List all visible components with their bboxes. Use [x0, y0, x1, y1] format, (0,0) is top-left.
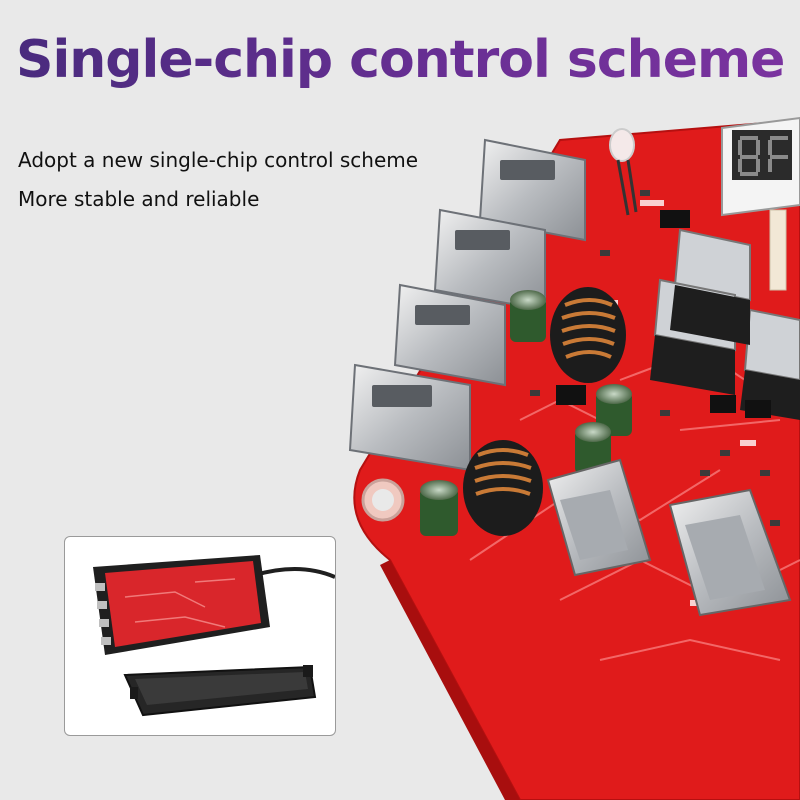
feature-item-2: More stable and reliable	[18, 187, 260, 211]
terminal-clip-2	[668, 488, 792, 617]
led-indicator	[609, 128, 638, 216]
ic-chip-4	[745, 400, 771, 418]
ic-chip-3	[710, 395, 736, 413]
inductor-1	[550, 287, 626, 383]
charger-case-image	[93, 555, 335, 717]
feature-item-1: Adopt a new single-chip control scheme	[18, 148, 419, 172]
seven-segment-display	[721, 116, 800, 217]
charger-pcb	[105, 561, 261, 647]
usb-port-4	[348, 363, 471, 472]
pcb-board-image	[348, 116, 800, 800]
inductor-2	[463, 440, 543, 536]
capacitor-3	[575, 422, 611, 474]
feature-list: Adopt a new single-chip control scheme M…	[18, 148, 418, 226]
capacitor-1	[510, 290, 546, 342]
ic-chip-1	[660, 210, 690, 228]
ic-chip-2	[556, 385, 586, 405]
regulator-chip-1	[670, 285, 750, 345]
terminal-clip-1	[546, 458, 652, 577]
regulator-chip-2	[650, 335, 735, 395]
capacitor-4	[420, 480, 458, 536]
usb-port-3	[393, 283, 506, 387]
usb-port-1	[478, 138, 586, 242]
page-title: Single-chip control scheme	[16, 30, 785, 90]
charger-case-inset	[64, 536, 336, 736]
connector-post	[769, 209, 787, 291]
